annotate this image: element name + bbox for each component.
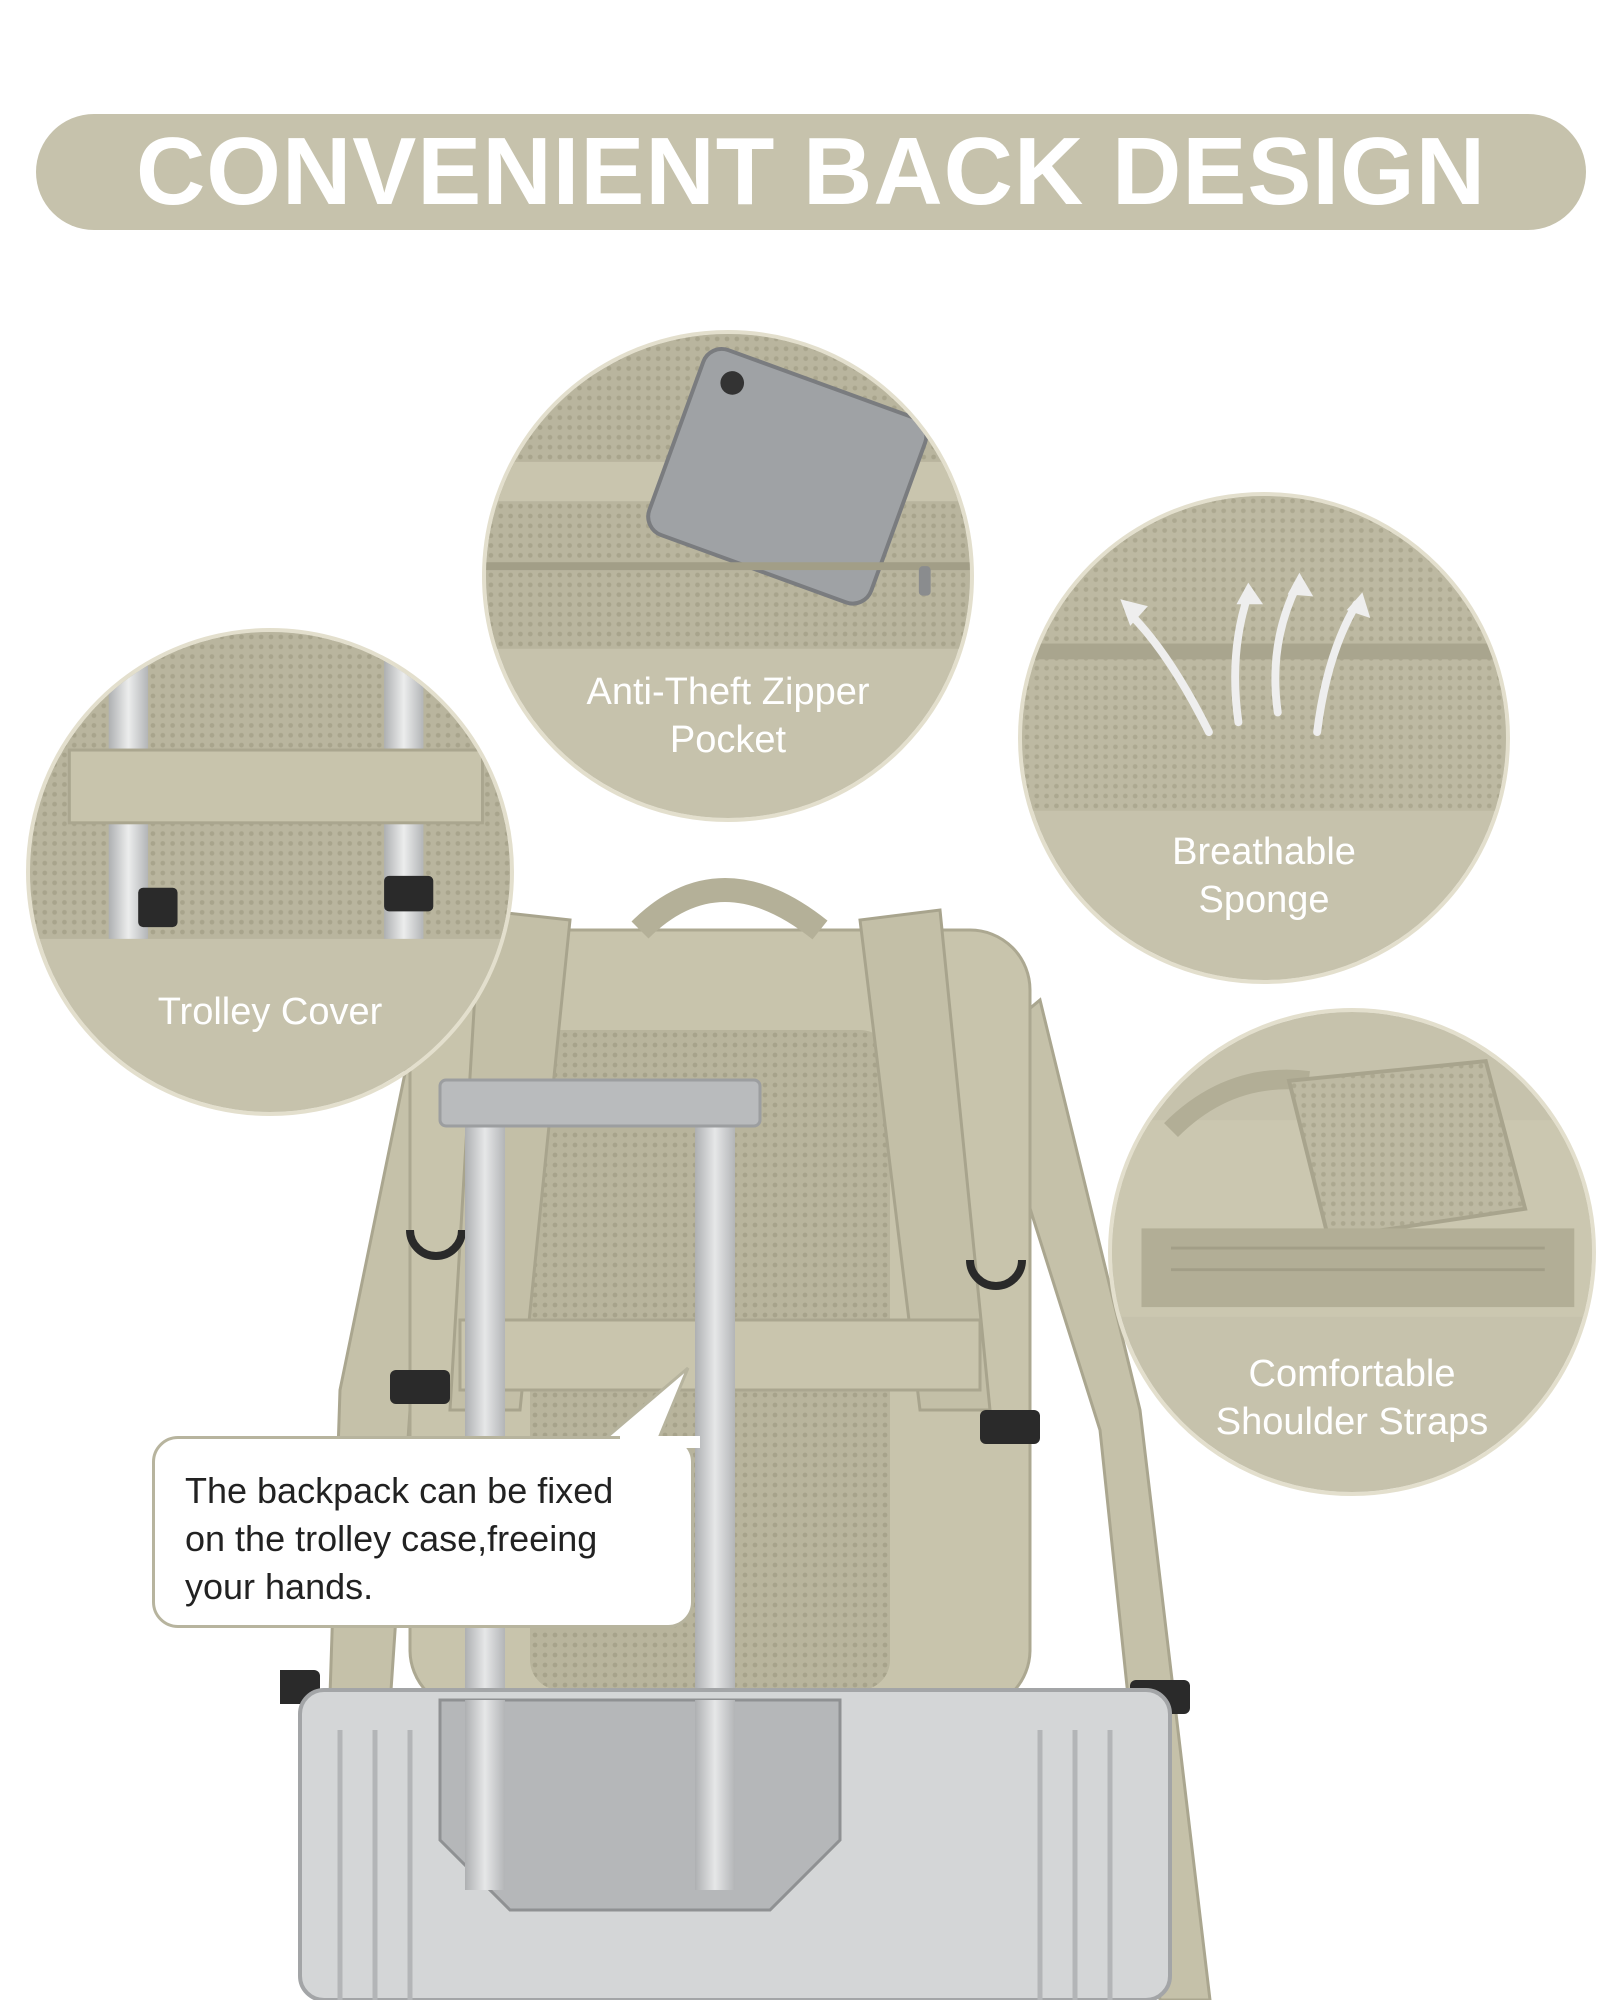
phone-in-pocket-photo xyxy=(486,334,970,818)
anti-theft-pocket-circle: Anti-Theft Zipper Pocket xyxy=(482,330,974,822)
breathable-sponge-circle: Breathable Sponge xyxy=(1018,492,1510,984)
breathable-label-line2: Sponge xyxy=(1198,879,1330,921)
banner-title: CONVENIENT BACK DESIGN xyxy=(135,118,1487,225)
trolley-sleeve-photo xyxy=(30,632,510,1112)
shoulder-label-line2: Shoulder Straps xyxy=(1215,1401,1489,1443)
anti-theft-label-line2: Pocket xyxy=(669,719,787,761)
breathable-label-line1: Breathable xyxy=(1172,831,1356,873)
breathable-mesh-photo xyxy=(1022,496,1506,980)
callout-line3: your hands. xyxy=(185,1566,374,1607)
callout-line1: The backpack can be fixed xyxy=(185,1470,614,1511)
trolley-cover-circle: Trolley Cover xyxy=(26,628,514,1116)
callout-line2: on the trolley case,freeing xyxy=(185,1518,598,1559)
callout-tail-mask xyxy=(620,1436,700,1448)
shoulder-strap-photo xyxy=(1112,1012,1592,1492)
shoulder-straps-circle: Comfortable Shoulder Straps xyxy=(1108,1008,1596,1496)
shoulder-label-line1: Comfortable xyxy=(1248,1353,1456,1395)
title-banner: CONVENIENT BACK DESIGN xyxy=(36,114,1586,230)
trolley-cover-label: Trolley Cover xyxy=(157,991,383,1033)
trolley-callout: The backpack can be fixed on the trolley… xyxy=(152,1436,694,1628)
anti-theft-label-line1: Anti-Theft Zipper xyxy=(586,671,870,713)
